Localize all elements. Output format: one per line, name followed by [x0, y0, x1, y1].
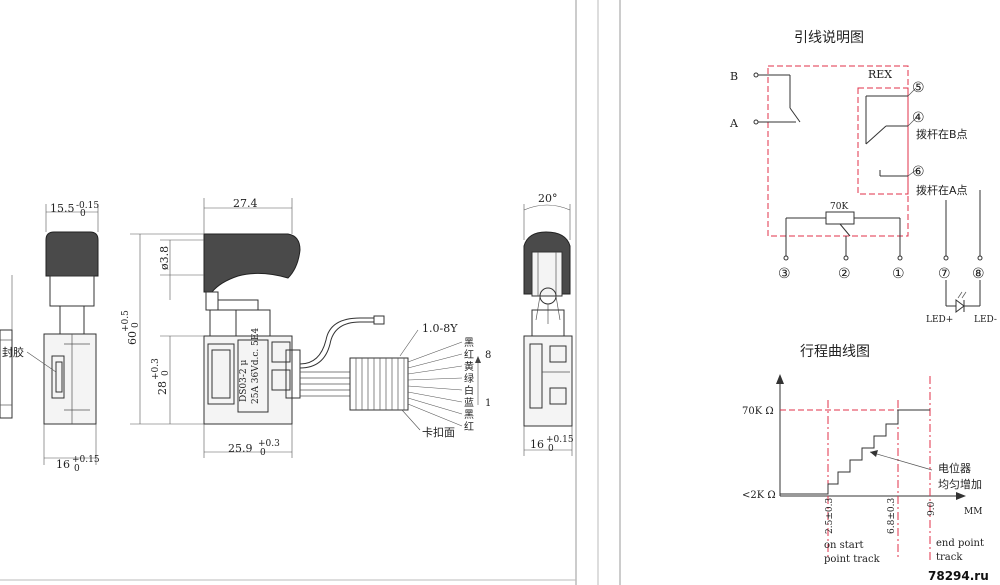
wire-color-4: 绿	[464, 372, 474, 385]
pin-4: ④	[912, 110, 925, 126]
led-plus: LED+	[926, 315, 953, 325]
pin-2: ②	[838, 266, 851, 282]
dim-15-5: 15.5	[50, 202, 75, 215]
dim-28: 28	[156, 381, 169, 395]
body-text-1: DS03-2 μ	[239, 360, 249, 402]
y-2k: <2K Ω	[742, 490, 776, 501]
label-wire-spec: 1.0-8Y	[422, 322, 458, 335]
wire-index-top: 8	[485, 350, 491, 361]
pot-label-1: 电位器	[938, 461, 971, 475]
wire-index-bottom: 1	[485, 398, 491, 409]
pin-1: ①	[892, 266, 905, 282]
dim-60: 60	[126, 331, 139, 345]
pin-6: ⑥	[912, 164, 925, 180]
dim-16-a-tol: +0.15	[72, 455, 100, 465]
dim-25-9: 25.9	[228, 442, 253, 455]
wiring-diagram	[753, 65, 983, 313]
front-view	[130, 198, 481, 458]
x-unit: MM	[964, 507, 982, 517]
label-clip-face: 卡扣面	[422, 425, 455, 439]
side-view-15	[26, 204, 99, 465]
end-label-1: end point	[936, 538, 984, 549]
start-label-1: on start	[824, 540, 864, 551]
wiring-rex: REX	[868, 68, 892, 81]
pin-8: ⑧	[972, 266, 985, 282]
dim-16-b-tol0: 0	[548, 444, 554, 454]
pin-3: ③	[778, 266, 791, 282]
left-partial-view	[0, 275, 13, 419]
wire-color-3: 黄	[464, 360, 474, 373]
dim-25-9-tol0: 0	[260, 448, 266, 458]
dim-3-8: ø3.8	[158, 246, 171, 270]
dim-60-tol0: 0	[131, 322, 141, 328]
end-label-2: track	[936, 552, 963, 563]
pin-6-text: 拨杆在A点	[916, 183, 968, 197]
dim-16-b-tol: +0.15	[546, 435, 574, 445]
wire-color-8: 红	[464, 420, 474, 433]
wiring-title: 引线说明图	[794, 30, 864, 46]
pin-4-text: 拨杆在B点	[916, 127, 968, 141]
watermark: 78294.ru	[928, 569, 989, 583]
wire-color-6: 蓝	[464, 397, 474, 409]
dim-16-a: 16	[56, 458, 70, 471]
right-view	[523, 204, 573, 456]
led-minus: LED-	[974, 315, 997, 325]
dim-20-deg: 20°	[538, 192, 558, 205]
x-2-5: 2.5±0.3	[825, 498, 835, 534]
dim-60-tol: +0.5	[121, 310, 131, 332]
travel-title: 行程曲线图	[800, 344, 870, 360]
dim-28-tol0: 0	[161, 370, 171, 376]
dim-16-b: 16	[530, 438, 544, 451]
wire-color-2: 红	[464, 348, 474, 361]
wire-color-5: 白	[464, 384, 474, 397]
wiring-b: B	[730, 70, 738, 83]
pin-7: ⑦	[938, 266, 951, 282]
x-9-0: 9.0	[927, 501, 937, 516]
wire-color-7: 黑	[464, 409, 474, 421]
wire-color-1: 黑	[464, 337, 474, 349]
wiring-a: A	[729, 117, 739, 130]
dim-27-4: 27.4	[233, 197, 258, 210]
dim-16-a-tol0: 0	[74, 464, 80, 474]
pin-5: ⑤	[912, 80, 925, 96]
label-seal: 封胶	[2, 345, 24, 359]
dim-28-tol: +0.3	[151, 358, 161, 380]
travel-curve	[776, 374, 966, 560]
dim-25-9-tol: +0.3	[258, 439, 280, 449]
start-label-2: point track	[824, 554, 881, 565]
dim-15-5-tol: -0.15	[76, 201, 99, 211]
wiring-res: 70K	[830, 202, 848, 212]
pot-label-2: 均匀增加	[938, 477, 982, 491]
x-6-8: 6.8±0.3	[887, 498, 897, 534]
y-70k: 70K Ω	[742, 406, 774, 417]
body-text-2: 25A 36Vd.c. 5E4	[251, 328, 261, 404]
dim-15-5-tol0: 0	[80, 209, 86, 219]
